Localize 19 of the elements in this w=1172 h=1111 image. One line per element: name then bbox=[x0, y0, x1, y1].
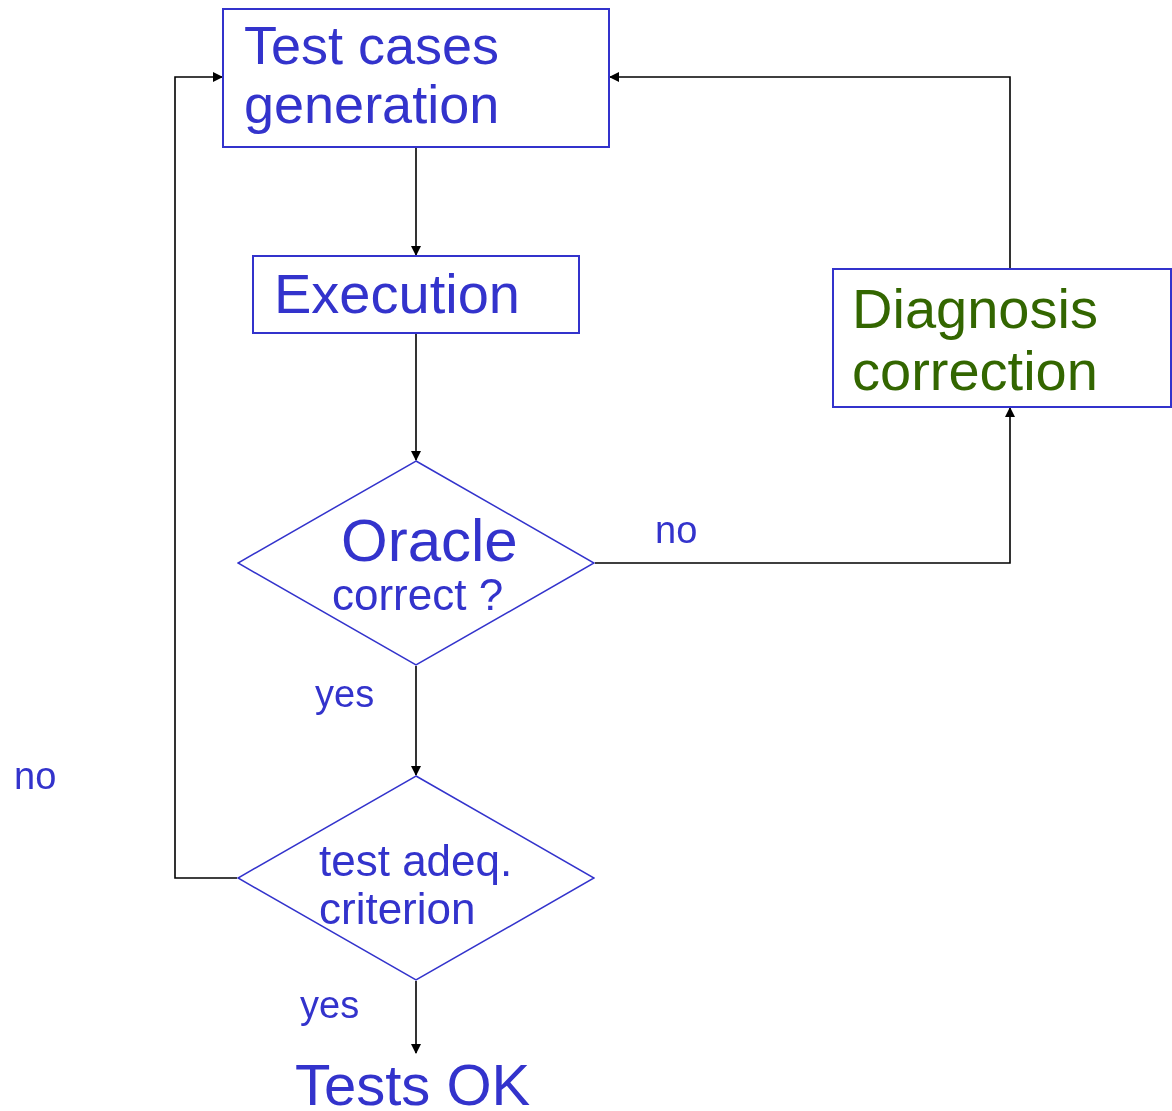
node-text: Diagnosis correction bbox=[852, 278, 1099, 402]
decision-diamond bbox=[237, 460, 595, 666]
node-text: Execution bbox=[274, 263, 520, 325]
arrow bbox=[594, 407, 1015, 564]
arrow bbox=[411, 147, 421, 256]
node-text: test adeq. criterion bbox=[319, 837, 514, 934]
decision-diamond bbox=[237, 775, 595, 981]
arrow bbox=[174, 72, 238, 879]
node-text: correct ? bbox=[332, 571, 504, 620]
end-text: Tests OK bbox=[295, 1052, 531, 1111]
process-box bbox=[222, 8, 610, 148]
arrow bbox=[411, 980, 421, 1054]
process-box bbox=[252, 255, 580, 334]
process-box bbox=[832, 268, 1172, 408]
arrow bbox=[609, 72, 1011, 269]
node-text: Oracle bbox=[341, 508, 518, 574]
arrow bbox=[411, 333, 421, 461]
node-text: Test cases generation bbox=[244, 16, 501, 135]
arrow bbox=[411, 665, 421, 776]
